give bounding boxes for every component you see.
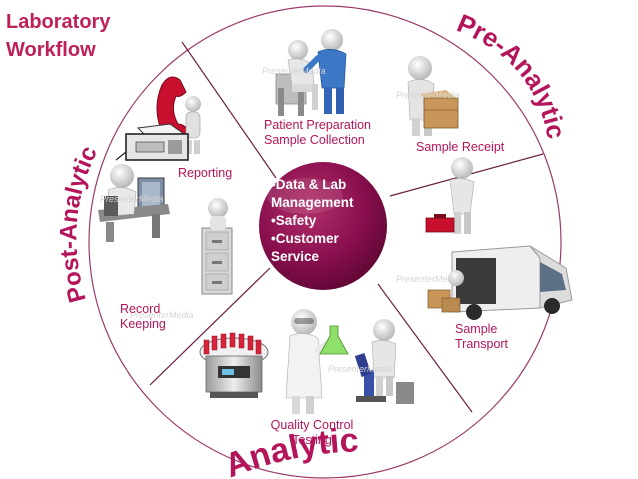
reporting-label: Reporting (178, 166, 233, 180)
delivery-van-icon (427, 245, 573, 320)
center-disc (259, 162, 387, 290)
spoke-bottom-right (377, 283, 473, 413)
spoke-top-left (181, 41, 277, 179)
patient-preparation-label: Patient Preparation Sample Collection (264, 118, 372, 147)
page-title: Laboratory Workflow (6, 8, 110, 64)
center-line-2: Management (271, 195, 354, 210)
center-line-5: Service (271, 249, 320, 264)
doctor-patient-icon (275, 29, 347, 116)
title-line-1: Laboratory (6, 11, 111, 33)
scientist-flask-icon (285, 309, 349, 414)
sample-transport-label: Sample Transport (455, 322, 509, 351)
sample-receipt-label: Sample Receipt (416, 140, 505, 154)
center-line-1: •Data & Lab (271, 177, 347, 192)
center-focus-text: •Data & Lab Management •Safety •Customer… (271, 176, 381, 266)
center-line-4: •Customer (271, 231, 339, 246)
spoke-bottom-left (149, 267, 271, 386)
file-cabinet-icon (201, 198, 233, 295)
title-line-2: Workflow (6, 39, 96, 61)
toolbox-figure-icon (425, 157, 475, 234)
record-keeping-label: Record Keeping (120, 302, 166, 331)
svg-text:PresenterMedia: PresenterMedia (396, 274, 460, 284)
svg-text:PresenterMedia: PresenterMedia (396, 90, 460, 100)
svg-text:PresenterMedia: PresenterMedia (328, 364, 392, 374)
box-carrier-icon (407, 56, 459, 136)
computer-workstation-icon (98, 164, 170, 242)
svg-text:PresenterMedia: PresenterMedia (130, 310, 194, 320)
center-line-3: •Safety (271, 213, 317, 228)
microscope-icon (354, 319, 414, 404)
fax-machine-icon (115, 123, 189, 161)
centrifuge-icon (199, 332, 269, 398)
quality-control-label: Quality Control Testing (270, 418, 354, 447)
watermarks: PresenterMedia PresenterMedia PresenterM… (100, 66, 460, 374)
svg-text:PresenterMedia: PresenterMedia (100, 194, 164, 204)
svg-text:PresenterMedia: PresenterMedia (262, 66, 326, 76)
